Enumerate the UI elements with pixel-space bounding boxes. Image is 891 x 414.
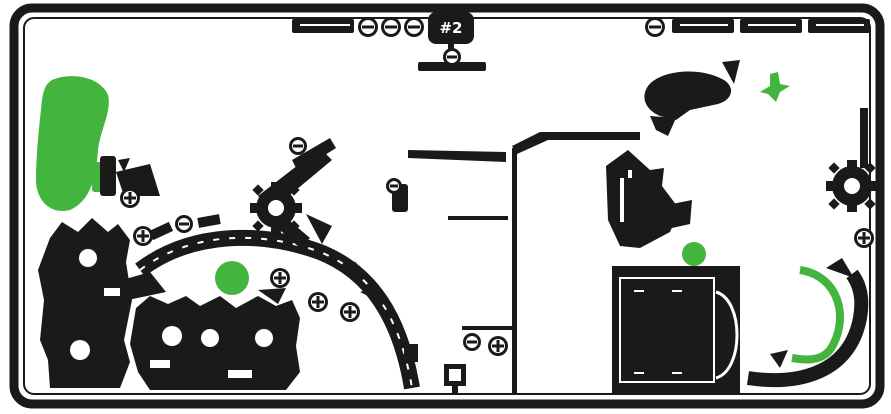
left-machine-base [38, 218, 132, 388]
header-bar-right [672, 19, 870, 33]
minus-icon [408, 26, 420, 29]
minus-icon [179, 223, 189, 226]
bottom-machine-slot-2 [228, 370, 252, 378]
bottom-machine-hole-1 [162, 326, 182, 346]
green-ball-small[interactable] [682, 242, 706, 266]
left-machine-slot [104, 288, 120, 296]
minus-icon [447, 56, 457, 59]
minus-icon [649, 26, 661, 29]
level-label: #2 [439, 19, 462, 37]
left-machine-hole-top [79, 249, 97, 267]
center-minus-button[interactable] [463, 333, 481, 351]
plus-button-5[interactable] [340, 302, 360, 322]
gear-icon[interactable] [250, 182, 302, 234]
bottom-machine-hole-2 [201, 329, 219, 347]
plus-button-6[interactable] [488, 336, 508, 356]
minus-icon [362, 26, 374, 29]
minus-icon [293, 145, 303, 148]
top-right-minus-button[interactable] [645, 17, 665, 37]
bottom-machine-slot-1 [150, 360, 170, 368]
lower-right-container [612, 266, 740, 394]
plus-button-3[interactable] [270, 268, 290, 288]
header-bar-left [292, 19, 354, 33]
plus-button-2[interactable] [133, 226, 153, 246]
minus-button-left[interactable] [175, 215, 193, 233]
plus-button-right[interactable] [854, 228, 874, 248]
left-machine-hole-bottom [70, 340, 90, 360]
green-ball[interactable] [215, 261, 249, 295]
minus-icon [385, 26, 397, 29]
minus-icon [467, 341, 477, 344]
plus-button-1[interactable] [120, 188, 140, 208]
level-minus-button[interactable] [443, 48, 461, 66]
plus-button-4[interactable] [308, 292, 328, 312]
bottom-machine-hole-3 [255, 329, 273, 347]
minus-button-arm[interactable] [289, 137, 307, 155]
top-minus-button-1[interactable] [358, 17, 378, 37]
top-minus-button-2[interactable] [381, 17, 401, 37]
top-minus-button-3[interactable] [404, 17, 424, 37]
hopper-chute [672, 200, 692, 228]
